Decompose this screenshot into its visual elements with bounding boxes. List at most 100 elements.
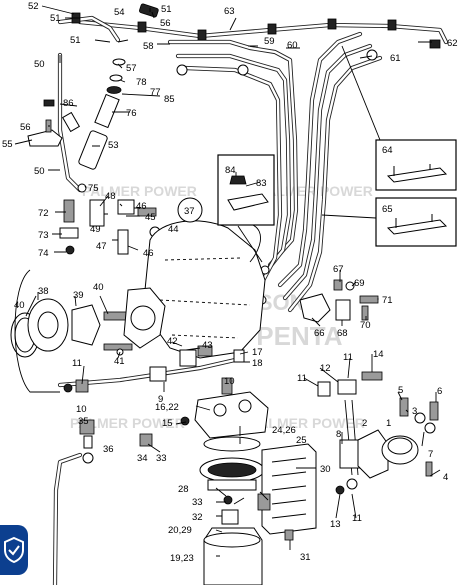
callout-40-left: 40 — [14, 300, 25, 311]
bolt-3 — [399, 397, 409, 417]
callout-10-right: 10 — [224, 376, 235, 387]
callout-47: 47 — [96, 241, 107, 252]
callout-11-lower: 11 — [352, 513, 362, 524]
washer-74 — [65, 245, 75, 255]
nipple-32 — [221, 509, 239, 525]
bolt-4 — [425, 461, 433, 477]
nut — [77, 183, 87, 193]
shield-badge[interactable] — [0, 525, 28, 575]
callout-11-mid: 11 — [297, 373, 307, 384]
callout-48: 48 — [105, 191, 116, 202]
callout-64: 64 — [382, 145, 393, 156]
callout-7: 7 — [428, 449, 433, 460]
callout-18: 18 — [252, 358, 263, 369]
callout-31: 31 — [300, 552, 311, 563]
watermark-lower-right: PALMER POWER — [250, 415, 365, 431]
filter-head — [194, 391, 269, 439]
callout-32: 32 — [192, 512, 203, 523]
pipe-clamp-brackets — [299, 279, 379, 323]
bolt-10 — [221, 377, 233, 395]
washer-33 — [223, 495, 233, 505]
callout-63: 63 — [224, 6, 235, 17]
watermark-lower: PALMER POWER — [70, 415, 185, 431]
pipe-nut — [237, 64, 249, 76]
callout-13: 13 — [330, 519, 341, 530]
callout-25: 25 — [296, 435, 307, 446]
strainer-assembly — [52, 419, 153, 585]
callout-56-left: 56 — [20, 122, 31, 133]
callout-60: 60 — [287, 40, 298, 51]
nut-67 — [333, 279, 343, 291]
bolt-14 — [361, 371, 383, 381]
callout-33-small: 33 — [156, 453, 167, 464]
callout-86: 86 — [63, 98, 74, 109]
banjo-fitting — [137, 21, 147, 33]
washer — [109, 74, 123, 82]
bolt-6 — [429, 401, 439, 421]
filter-element-30 — [261, 443, 317, 535]
clip — [43, 99, 55, 107]
callout-15: 15 — [162, 418, 173, 429]
callout-73: 73 — [38, 230, 49, 241]
detail-box-84 — [217, 154, 275, 263]
callout-11-left: 11 — [72, 358, 82, 369]
callout-71: 71 — [382, 295, 393, 306]
callout-50-top: 50 — [34, 59, 45, 70]
fuel-filter-assembly — [180, 377, 317, 585]
delivery-pipes — [167, 31, 383, 313]
feed-line — [57, 345, 245, 393]
screw-28 — [257, 493, 271, 511]
strainer-35 — [79, 419, 95, 435]
shield-check-icon — [4, 536, 24, 564]
callout-10-left: 10 — [76, 404, 87, 415]
bleed-screw — [139, 3, 159, 18]
callout-50-mid: 50 — [34, 166, 45, 177]
banjo-fitting — [429, 39, 441, 49]
detail-box-64 — [341, 45, 457, 191]
callout-70: 70 — [360, 320, 371, 331]
union-73 — [59, 227, 79, 239]
sleeve — [61, 111, 81, 133]
pump-bracket-2 — [357, 429, 389, 479]
sleeve-11 — [317, 381, 331, 397]
callout-68: 68 — [337, 328, 348, 339]
callout-85: 85 — [164, 94, 175, 105]
feed-pump-assembly — [10, 269, 166, 393]
injector-holder — [94, 93, 120, 129]
callout-19-23: 19,23 — [170, 553, 194, 564]
callout-52: 52 — [28, 1, 39, 12]
nipple-43 — [197, 345, 213, 357]
callout-66: 66 — [314, 328, 325, 339]
callout-49: 49 — [90, 224, 101, 235]
sleeve-36 — [83, 435, 93, 449]
callout-76: 76 — [126, 108, 137, 119]
tee-fitting-45 — [117, 199, 135, 215]
callout-58: 58 — [143, 41, 154, 52]
callout-39: 39 — [73, 290, 84, 301]
callout-84: 84 — [225, 165, 236, 176]
callout-8: 8 — [336, 429, 341, 440]
callout-24-26: 24,26 — [272, 425, 296, 436]
filter-ring — [207, 479, 257, 491]
screw-31 — [284, 529, 294, 541]
bolt-70 — [361, 305, 369, 321]
bolt-41 — [103, 343, 133, 351]
leader-lines — [14, 5, 441, 557]
callout-28: 28 — [178, 484, 189, 495]
callout-9: 9 — [158, 394, 163, 405]
banjo-fitting — [197, 29, 207, 41]
banjo-fitting — [267, 23, 277, 35]
part-callouts: 52 51 54 51 56 63 51 58 59 60 62 61 50 5… — [2, 1, 458, 565]
hand-primer-assembly — [317, 371, 439, 495]
callout-35: 35 — [78, 416, 89, 427]
callout-36: 36 — [103, 444, 114, 455]
watermark-top: PALMER POWER — [82, 183, 197, 199]
callout-77: 77 — [150, 87, 161, 98]
callout-55: 55 — [2, 139, 13, 150]
pipe-nut — [176, 64, 188, 76]
callout-69: 69 — [354, 278, 365, 289]
plug-34 — [139, 433, 153, 447]
washer-7 — [414, 412, 426, 424]
seal-ring — [106, 86, 122, 94]
bolt-71 — [359, 295, 379, 304]
